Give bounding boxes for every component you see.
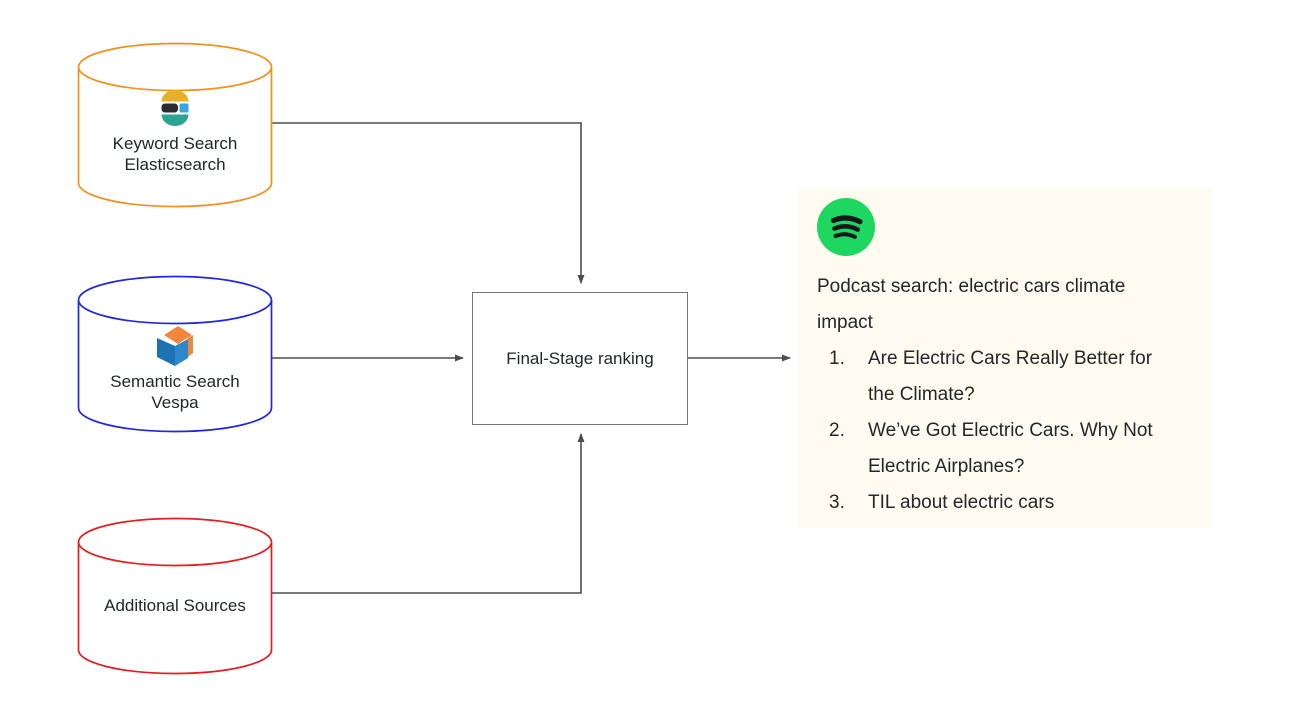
- result-item: 3. TIL about electric cars: [817, 485, 1213, 521]
- result-item: 1. Are Electric Cars Really Better for t…: [817, 341, 1213, 413]
- source-keyword-search-elasticsearch: Keyword Search Elasticsearch: [77, 42, 273, 208]
- results-list: 1. Are Electric Cars Really Better for t…: [817, 341, 1213, 521]
- spotify-icon: [817, 198, 875, 256]
- result-title: We’ve Got Electric Cars. Why Not Electri…: [868, 420, 1153, 477]
- result-title: TIL about electric cars: [868, 492, 1055, 513]
- source-additional-sources: Additional Sources: [77, 517, 273, 675]
- arrow-additional-to-ranking: [272, 433, 585, 594]
- vespa-logo-icon: [157, 326, 193, 366]
- source-label-line: Elasticsearch: [124, 155, 226, 174]
- result-title: Are Electric Cars Really Better for the …: [868, 348, 1153, 405]
- arrow-elasticsearch-to-ranking: [272, 122, 585, 284]
- result-number: 3.: [829, 492, 845, 513]
- source-label-line: Keyword Search: [112, 134, 238, 153]
- search-query-text: Podcast search: electric cars climate im…: [817, 276, 1126, 333]
- ranking-box-label: Final-Stage ranking: [506, 348, 654, 368]
- source-label-line: Additional Sources: [104, 596, 246, 615]
- cylinder-shape: [77, 42, 273, 208]
- source-label-line: Semantic Search: [110, 372, 240, 391]
- source-semantic-search-vespa: Semantic Search Vespa: [77, 275, 273, 433]
- cylinder-shape: [77, 517, 273, 675]
- result-number: 2.: [829, 420, 845, 441]
- source-label-line: Vespa: [151, 393, 199, 412]
- search-results-panel: Podcast search: electric cars climate im…: [798, 188, 1213, 528]
- final-stage-ranking-box: Final-Stage ranking: [472, 292, 688, 425]
- result-item: 2. We’ve Got Electric Cars. Why Not Elec…: [817, 413, 1213, 485]
- result-number: 1.: [829, 348, 845, 369]
- elasticsearch-logo-icon: [161, 90, 189, 126]
